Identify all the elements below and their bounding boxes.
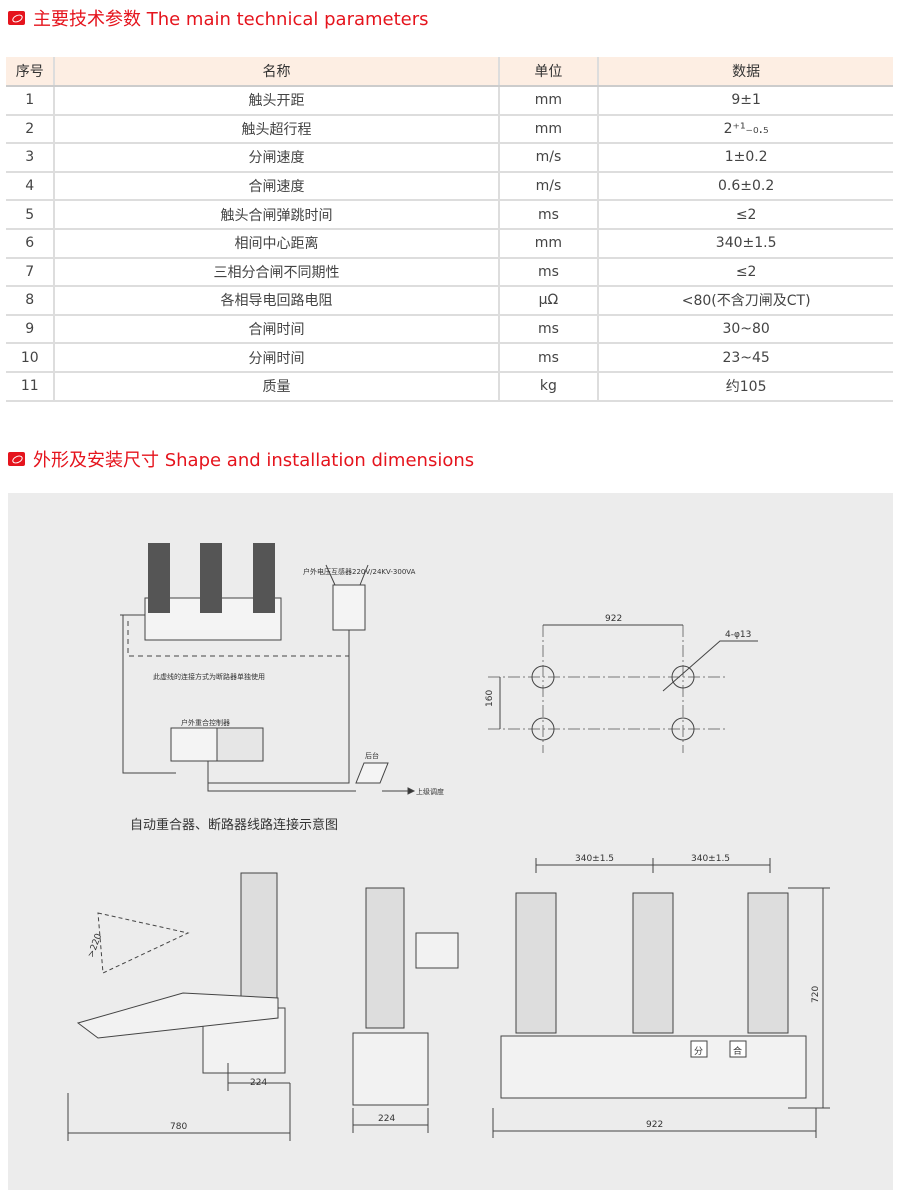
- section-heading-dimensions: 外形及安装尺寸 Shape and installation dimension…: [8, 446, 474, 472]
- dim-922: 922: [605, 614, 622, 624]
- table-cell: ms: [498, 314, 600, 345]
- table-cell: 1: [6, 86, 56, 116]
- table-cell: 质量: [54, 371, 500, 402]
- close-label: 合: [733, 1045, 742, 1057]
- table-cell: 10: [6, 343, 56, 373]
- dim-340: 340±1.5: [691, 854, 730, 864]
- table-cell: 30~80: [598, 314, 893, 345]
- table-cell: ms: [498, 343, 600, 373]
- table-cell: 23~45: [598, 343, 893, 373]
- table-cell: <80(不含刀闸及CT): [598, 286, 893, 316]
- table-cell: 1±0.2: [598, 143, 893, 173]
- section-icon: [8, 452, 25, 466]
- table-cell: mm: [498, 114, 600, 145]
- table-cell: m/s: [498, 171, 600, 202]
- table-cell: m/s: [498, 143, 600, 173]
- dashed-note: 此虚线的连接方式为断路器单独使用: [153, 672, 265, 681]
- table-cell: 11: [6, 371, 56, 402]
- table-cell: 各相导电回路电阻: [54, 286, 500, 316]
- table-cell: ms: [498, 200, 600, 230]
- table-cell: 0.6±0.2: [598, 171, 893, 202]
- table-cell: 约105: [598, 371, 893, 402]
- table-cell: 相间中心距离: [54, 228, 500, 259]
- table-cell: 340±1.5: [598, 228, 893, 259]
- table-cell: μΩ: [498, 286, 600, 316]
- table-cell: mm: [498, 86, 600, 116]
- table-cell: 2: [6, 114, 56, 145]
- mounting-hole-drawing: 922 4-φ13 160: [485, 614, 758, 753]
- table-cell: 8: [6, 286, 56, 316]
- dim-922: 922: [646, 1120, 663, 1130]
- upstream-label: 上级调度: [416, 787, 444, 796]
- wiring-diagram: 户外电压互感器220V/24KV-300VA 此虚线的连接方式为断路器单独使用 …: [120, 543, 444, 833]
- dim-hole: 4-φ13: [725, 630, 751, 640]
- table-cell: 9: [6, 314, 56, 345]
- side-view-drawing: 780 224 >220: [67, 872, 291, 1141]
- table-cell: ms: [498, 257, 600, 288]
- front-view-drawing: 224: [352, 887, 459, 1133]
- column-header: 单位: [498, 57, 600, 87]
- dim-224: 224: [250, 1078, 267, 1088]
- column-header: 名称: [54, 57, 500, 87]
- table-cell: ≤2: [598, 200, 893, 230]
- table-cell: 三相分合闸不同期性: [54, 257, 500, 288]
- controller-label: 户外重合控制器: [181, 718, 230, 727]
- table-cell: 2⁺¹₋₀.₅: [598, 114, 893, 145]
- column-header: 序号: [6, 57, 56, 87]
- table-cell: 5: [6, 200, 56, 230]
- table-cell: 触头超行程: [54, 114, 500, 145]
- table-cell: 7: [6, 257, 56, 288]
- dim-780: 780: [170, 1122, 187, 1132]
- open-label: 分: [694, 1046, 703, 1057]
- section-heading-parameters: 主要技术参数 The main technical parameters: [8, 5, 429, 31]
- table-cell: 6: [6, 228, 56, 259]
- table-cell: 9±1: [598, 86, 893, 116]
- table-cell: 触头开距: [54, 86, 500, 116]
- dim-224: 224: [378, 1114, 395, 1124]
- dimension-drawings: 户外电压互感器220V/24KV-300VA 此虚线的连接方式为断路器单独使用 …: [8, 493, 893, 1190]
- pt-label: 户外电压互感器220V/24KV-300VA: [303, 567, 416, 576]
- column-header: 数据: [598, 57, 893, 87]
- rear-view-drawing: 340±1.5 340±1.5 720 922 分 合: [492, 854, 830, 1138]
- table-cell: kg: [498, 371, 600, 402]
- backend-label: 后台: [365, 751, 379, 760]
- table-cell: ≤2: [598, 257, 893, 288]
- table-cell: 4: [6, 171, 56, 202]
- table-cell: 合闸时间: [54, 314, 500, 345]
- table-cell: 触头合闸弹跳时间: [54, 200, 500, 230]
- section-icon: [8, 11, 25, 25]
- table-cell: 分闸速度: [54, 143, 500, 173]
- table-cell: 3: [6, 143, 56, 173]
- dim-340: 340±1.5: [575, 854, 614, 864]
- table-cell: 分闸时间: [54, 343, 500, 373]
- wiring-caption: 自动重合器、断路器线路连接示意图: [130, 817, 338, 833]
- dim-160: 160: [485, 690, 495, 707]
- dim-720: 720: [811, 986, 821, 1003]
- table-cell: 合闸速度: [54, 171, 500, 202]
- table-cell: mm: [498, 228, 600, 259]
